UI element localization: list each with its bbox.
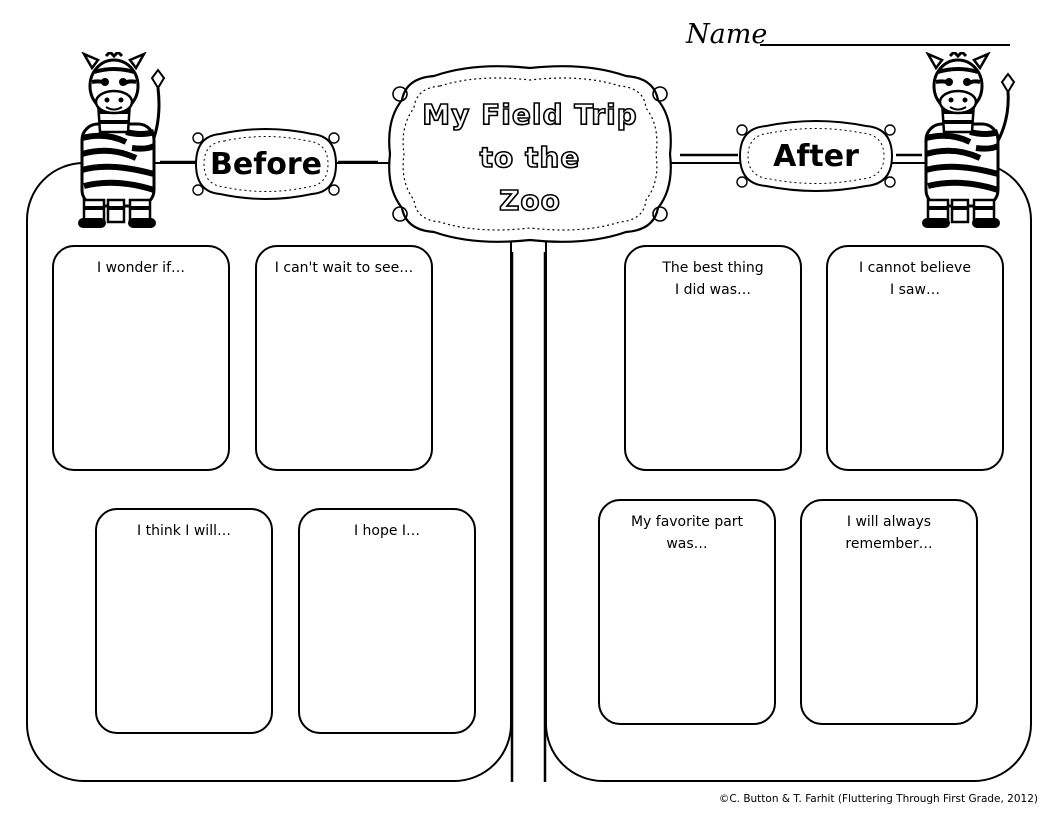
- prompt-box-hope[interactable]: I hope I…: [298, 508, 476, 734]
- prompt-box-cannot-believe[interactable]: I cannot believe I saw…: [826, 245, 1004, 471]
- prompt-label: I cannot believe I saw…: [859, 260, 971, 298]
- after-frame: After: [734, 116, 898, 196]
- prompt-label: I will always remember…: [845, 514, 933, 552]
- title-frame-border: [388, 65, 672, 243]
- prompt-box-wonder[interactable]: I wonder if…: [52, 245, 230, 471]
- before-frame-border: [192, 128, 340, 200]
- name-line[interactable]: [760, 44, 1010, 46]
- prompt-box-think[interactable]: I think I will…: [95, 508, 273, 734]
- name-label: Name: [686, 19, 768, 50]
- prompt-label: My favorite part was…: [630, 514, 744, 552]
- prompt-label: The best thing I did was…: [662, 260, 764, 298]
- prompt-label: I think I will…: [137, 523, 231, 539]
- before-frame: Before: [190, 124, 342, 204]
- after-frame-border: [736, 120, 896, 192]
- prompt-box-always-remember[interactable]: I will always remember…: [800, 499, 978, 725]
- after-label: After: [773, 138, 859, 174]
- zebra-icon: [922, 52, 1016, 228]
- zebra-icon: [78, 52, 166, 228]
- prompt-box-cant-wait[interactable]: I can't wait to see…: [255, 245, 433, 471]
- prompt-box-best-thing[interactable]: The best thing I did was…: [624, 245, 802, 471]
- copyright-footer: ©C. Button & T. Farhit (Fluttering Throu…: [718, 793, 1038, 805]
- prompt-label: I can't wait to see…: [274, 260, 414, 276]
- before-label: Before: [209, 146, 323, 182]
- name-field[interactable]: Name: [686, 18, 1016, 52]
- page-title: My Field Trip to the Zoo: [421, 97, 638, 218]
- prompt-label: I hope I…: [353, 523, 421, 539]
- prompt-box-favorite-part[interactable]: My favorite part was…: [598, 499, 776, 725]
- title-frame: My Field Trip to the Zoo: [374, 58, 686, 250]
- prompt-label: I wonder if…: [97, 260, 185, 276]
